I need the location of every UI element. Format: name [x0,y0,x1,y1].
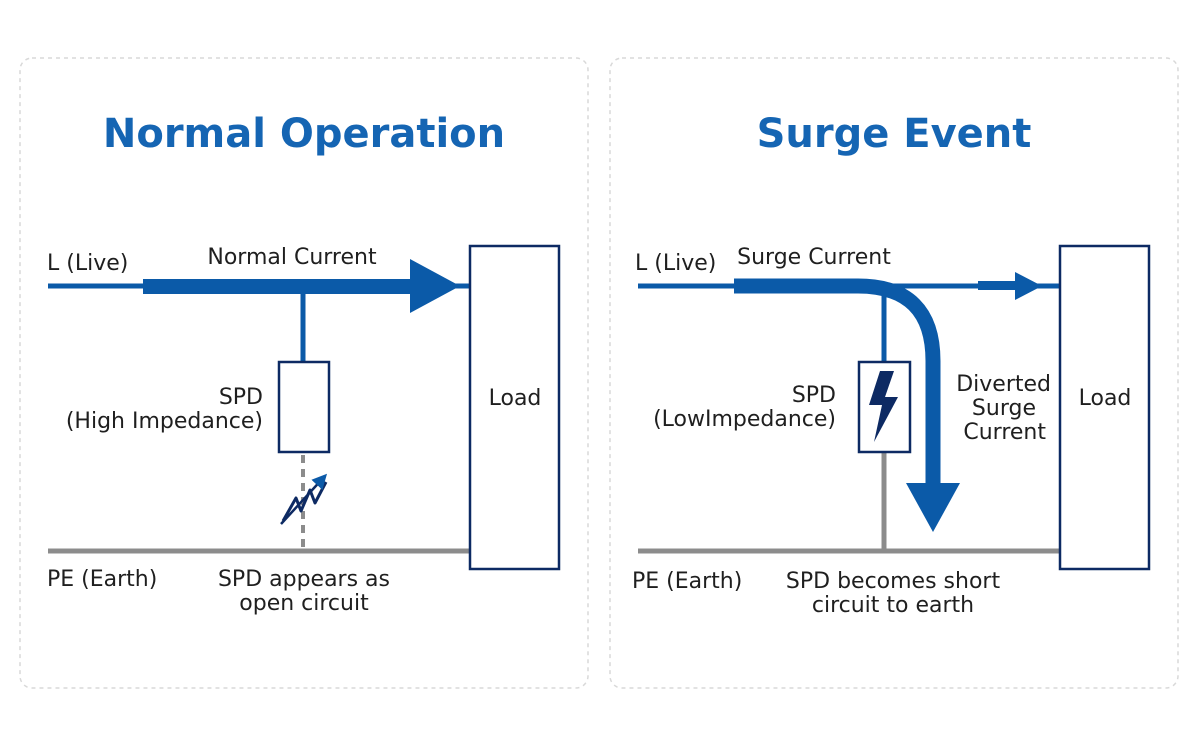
spd-box [277,360,331,454]
caption-line-2: open circuit [239,591,369,616]
caption-line-1: SPD appears as [218,567,390,592]
spd-label: SPD [792,383,836,408]
live-label: L (Live) [635,251,716,276]
caption-line-2: circuit to earth [812,593,974,618]
panel-border [19,57,589,689]
load-label: Load [489,386,542,411]
panel-title: Normal Operation [103,111,505,157]
diverted-label-line-1: Diverted [956,372,1051,397]
normal-current-arrow-head [410,259,460,313]
current-label: Surge Current [737,245,891,270]
diverted-label-line-2: Surge [972,396,1036,421]
diverted-current-arrow-head [906,483,960,532]
load-label: Load [1079,386,1132,411]
panel-border [609,57,1179,689]
spd-impedance-label: (LowImpedance) [653,407,836,432]
load-box [468,244,561,571]
earth-label: PE (Earth) [47,567,157,592]
load-box [1058,244,1151,571]
varistor-icon [280,473,328,525]
current-label: Normal Current [207,245,377,270]
normal-current-arrow-shaft [143,279,415,294]
surge-current-path [734,278,941,490]
spd-impedance-label: (High Impedance) [66,409,263,434]
lightning-bolt-icon [869,371,898,442]
surge-event-panel: Surge Event L (Live) Surge Current SPD (… [609,57,1179,689]
residual-current-arrow-head [1015,272,1042,300]
normal-operation-panel: Normal Operation L (Live) Normal Current… [19,57,589,689]
diverted-label-line-3: Current [963,420,1046,445]
panel-title: Surge Event [757,111,1032,157]
earth-label: PE (Earth) [632,569,742,594]
spd-label: SPD [219,385,263,410]
live-label: L (Live) [47,251,128,276]
residual-current-arrow-shaft [978,281,1018,290]
caption-line-1: SPD becomes short [786,569,1001,594]
